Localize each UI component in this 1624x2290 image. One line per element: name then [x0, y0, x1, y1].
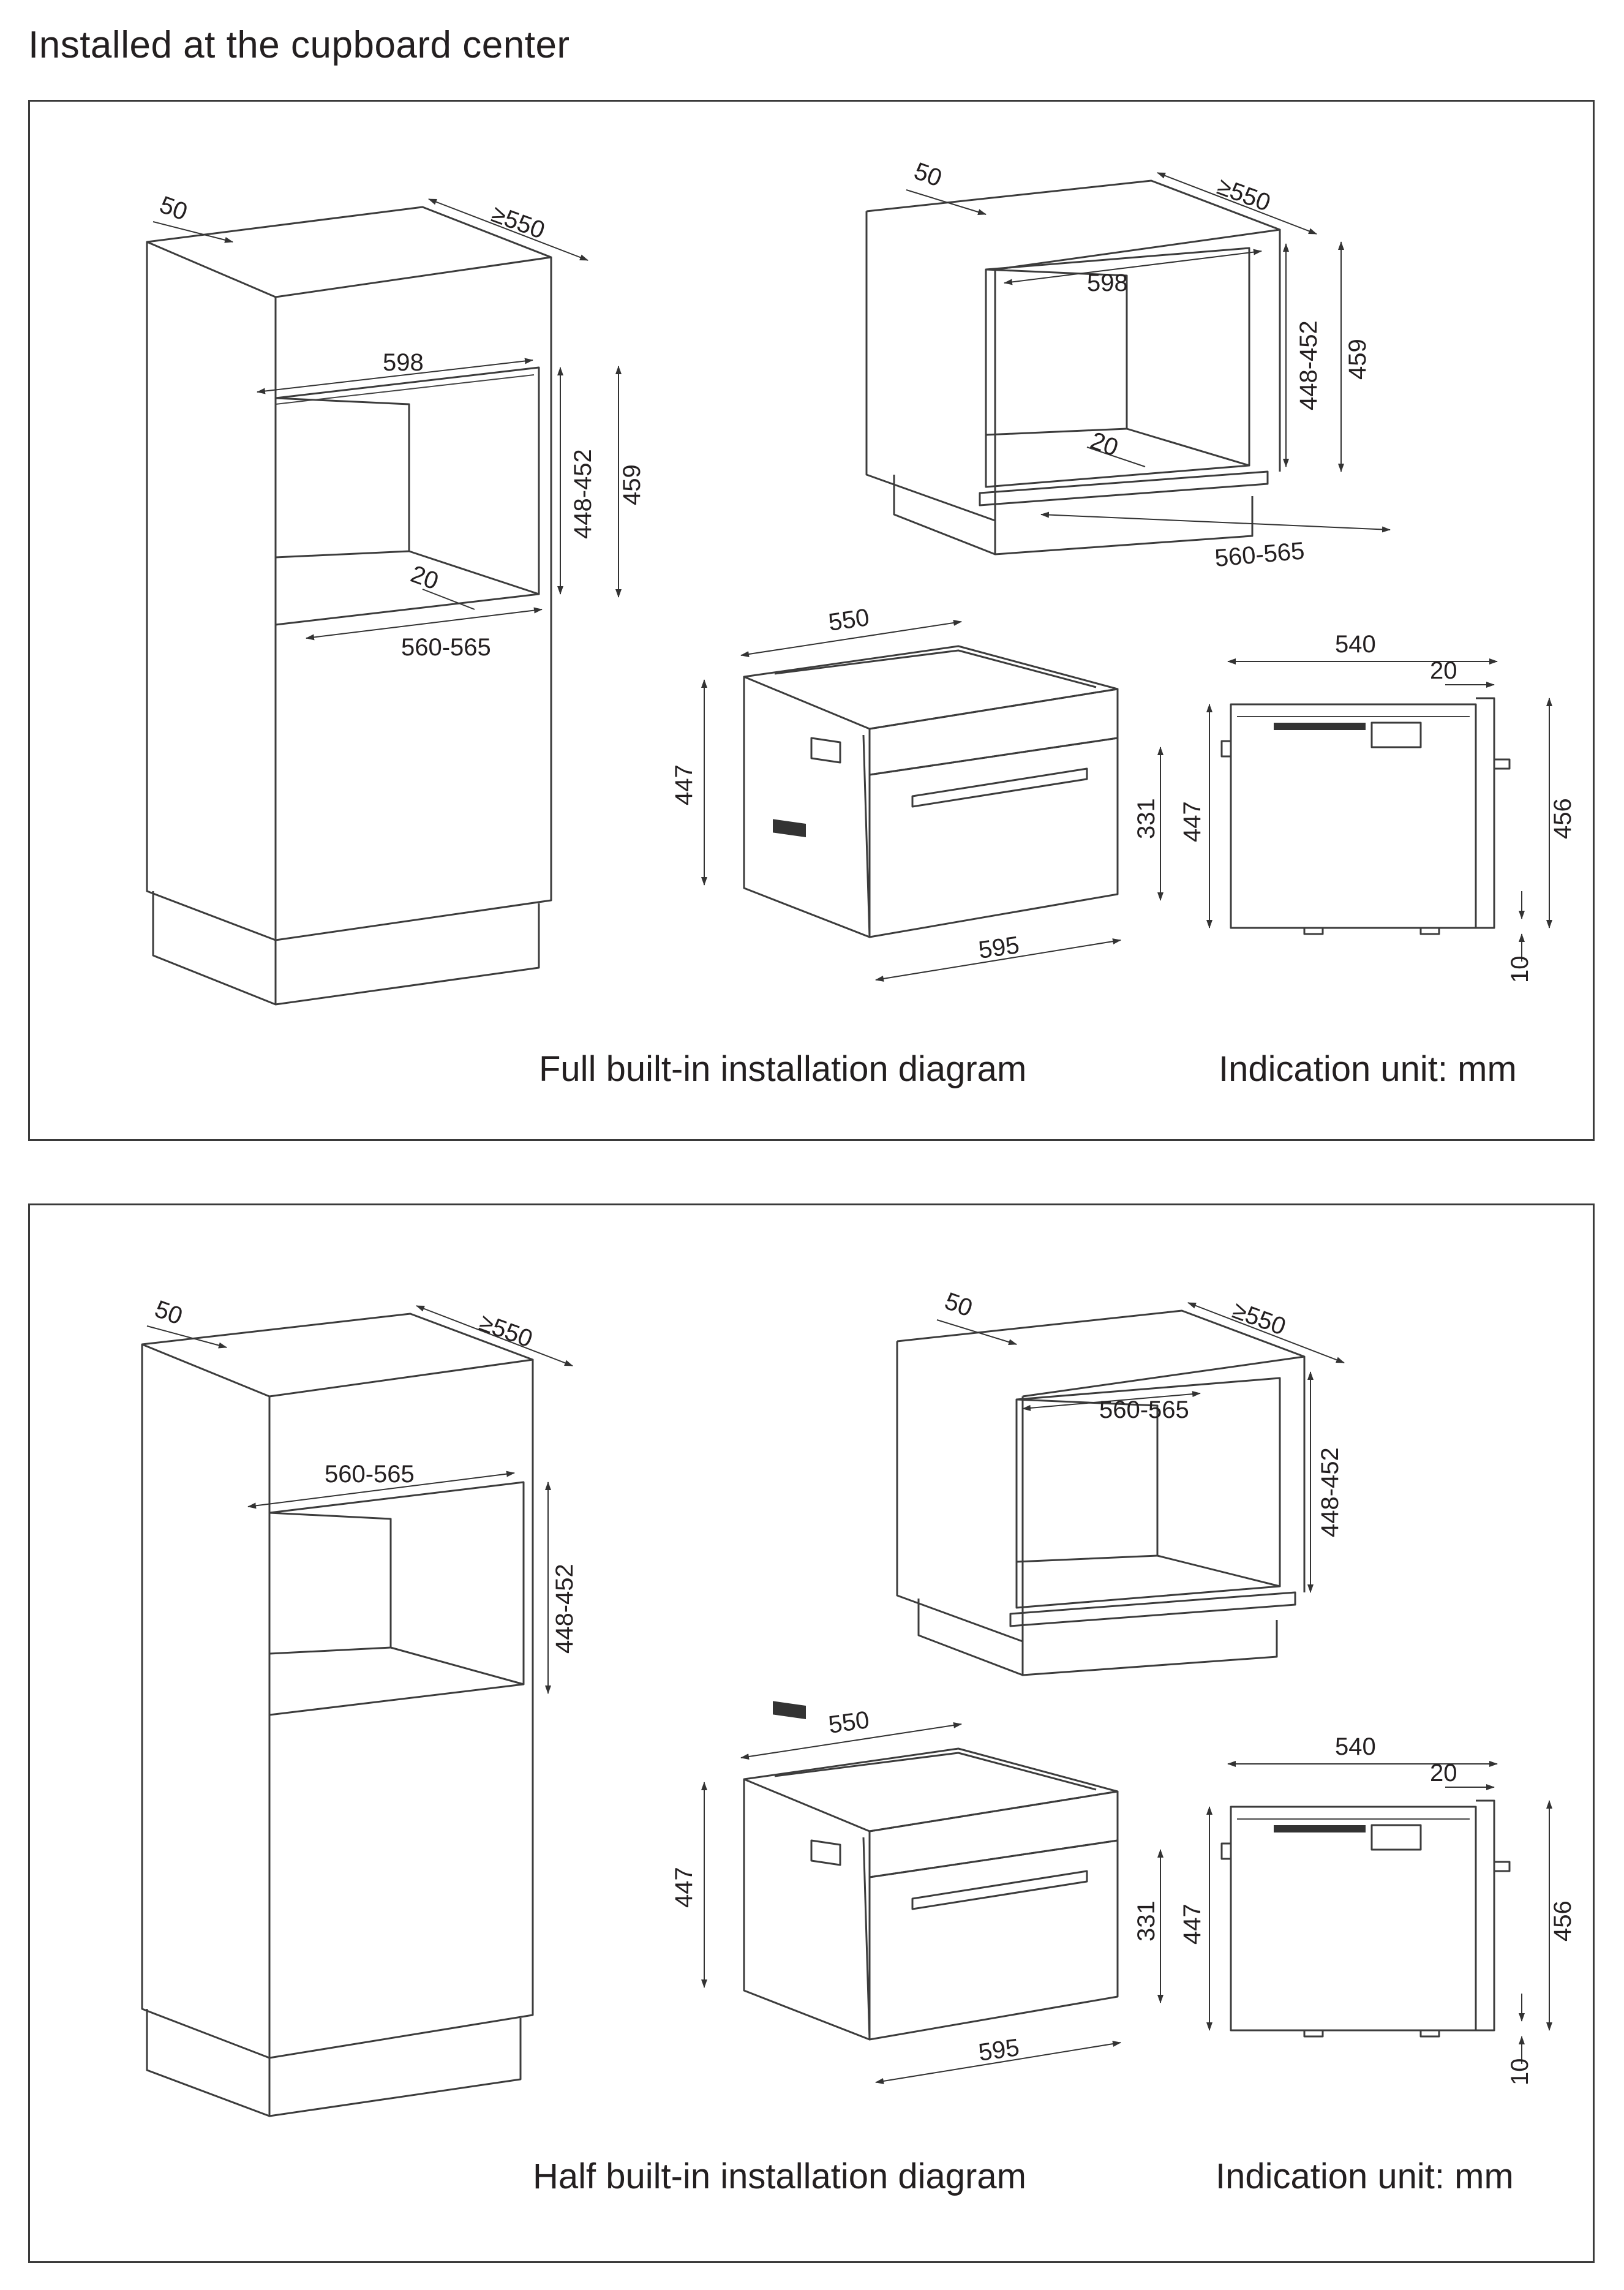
full-tall-gap-label: 20	[407, 560, 442, 595]
full-side-front-label: 20	[1430, 657, 1457, 684]
half-oven-perspective: 550 447 331 595	[671, 1701, 1163, 2084]
full-oven-side-view: 540 20 447 456 10	[1179, 631, 1576, 983]
full-tall-cabinet: 50 ≥550 598 448-452 459 20 560-565	[146, 191, 645, 1006]
half-side-front-height-label: 456	[1549, 1900, 1576, 1942]
full-built-in-panel	[28, 100, 1595, 1141]
full-oven-perspective: 550 447 331 595	[671, 604, 1163, 982]
half-tall-depth-label: ≥550	[476, 1309, 536, 1353]
half-tall-width-label: 560-565	[325, 1461, 415, 1488]
full-base-inner-height-label: 448-452	[1295, 320, 1322, 410]
half-tall-depth-offset-label: 50	[151, 1295, 186, 1330]
half-diagram-caption: Half built-in installation diagram	[533, 2156, 1026, 2196]
full-base-outer-height-label: 459	[1344, 339, 1371, 380]
full-base-bottom-width-label: 560-565	[1214, 537, 1306, 572]
full-tall-depth-label: ≥550	[488, 200, 548, 244]
half-side-gap-label: 10	[1506, 2058, 1533, 2086]
full-tall-width-label: 598	[383, 349, 424, 376]
full-oven-width-label: 595	[977, 932, 1021, 964]
full-base-depth-offset-label: 50	[911, 157, 945, 192]
half-oven-door-height-label: 331	[1133, 1900, 1160, 1942]
full-unit-note: Indication unit: mm	[1219, 1049, 1517, 1089]
half-oven-width-label: 595	[977, 2034, 1021, 2066]
full-tall-bottom-width-label: 560-565	[401, 634, 491, 661]
half-tall-cabinet: 50 ≥550 560-565 448-452	[141, 1295, 578, 2117]
full-tall-inner-height-label: 448-452	[570, 449, 596, 539]
full-tall-outer-height-label: 459	[618, 464, 645, 505]
full-base-width-label: 598	[1087, 269, 1128, 296]
full-side-height-label: 447	[1179, 801, 1206, 842]
full-diagram-caption: Full built-in installation diagram	[539, 1049, 1027, 1089]
half-base-depth-offset-label: 50	[941, 1287, 976, 1322]
full-base-depth-label: ≥550	[1214, 173, 1274, 217]
half-oven-depth-label: 550	[827, 1706, 871, 1739]
half-tall-inner-height-label: 448-452	[551, 1564, 578, 1654]
half-oven-side-view: 540 20 447 456 10	[1179, 1733, 1576, 2085]
full-oven-height-label: 447	[671, 764, 697, 805]
full-side-gap-label: 10	[1506, 956, 1533, 984]
half-base-cabinet: 50 ≥550 560-565 448-452	[896, 1287, 1345, 1676]
half-oven-height-label: 447	[671, 1867, 697, 1908]
half-base-width-label: 560-565	[1099, 1396, 1189, 1423]
full-tall-depth-offset-label: 50	[156, 191, 191, 226]
half-unit-note: Indication unit: mm	[1216, 2156, 1514, 2196]
half-base-depth-label: ≥550	[1229, 1297, 1289, 1341]
page-title: Installed at the cupboard center	[28, 24, 570, 66]
full-oven-depth-label: 550	[827, 604, 871, 636]
half-side-depth-label: 540	[1335, 1733, 1376, 1760]
full-side-front-height-label: 456	[1549, 798, 1576, 839]
full-base-gap-label: 20	[1087, 427, 1122, 462]
full-base-cabinet: 50 ≥550 598 448-452 459 20 560-565	[865, 157, 1391, 572]
half-base-inner-height-label: 448-452	[1317, 1447, 1344, 1537]
half-built-in-panel	[28, 1203, 1595, 2263]
full-oven-door-height-label: 331	[1133, 798, 1160, 839]
full-side-depth-label: 540	[1335, 631, 1376, 658]
half-side-height-label: 447	[1179, 1904, 1206, 1945]
half-side-front-label: 20	[1430, 1760, 1457, 1787]
